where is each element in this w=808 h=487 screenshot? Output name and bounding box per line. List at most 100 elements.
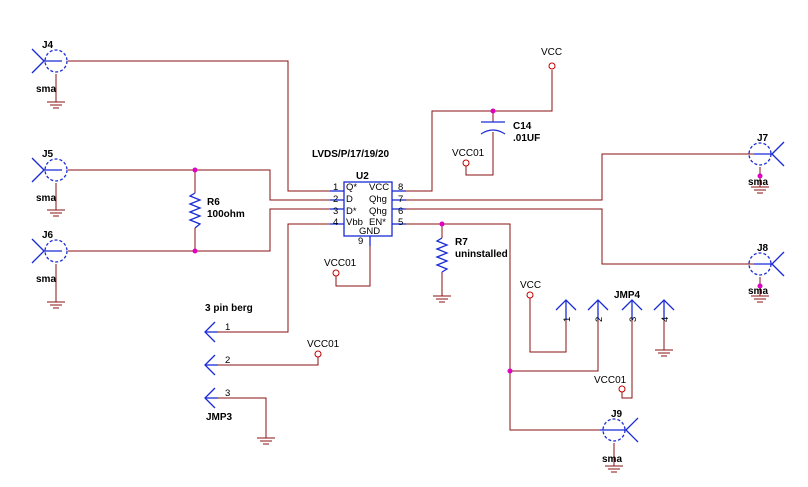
- r7-value: uninstalled: [455, 249, 508, 260]
- resistor-icon: [188, 192, 202, 229]
- j5-type: sma: [36, 193, 56, 204]
- jmp4-ref: JMP4: [614, 290, 641, 301]
- ic-u2: LVDS/P/17/19/20 U2 1 2 3 4 Q* D D* Vbb V…: [312, 149, 406, 247]
- j6-type: sma: [36, 274, 56, 285]
- vcc-port-icon: [548, 62, 556, 70]
- jmp3-ref: JMP3: [206, 412, 233, 423]
- j9-type: sma: [602, 454, 622, 465]
- j9-ref: J9: [611, 409, 623, 420]
- pin-name: D*: [346, 206, 357, 217]
- vcc01-gnd-label: VCC01: [324, 258, 357, 269]
- j4-type: sma: [36, 84, 56, 95]
- ground-icon: [605, 465, 623, 473]
- header-pin-number: 1: [562, 317, 573, 322]
- j4-ref: J4: [42, 40, 54, 51]
- header-pin-number: 4: [660, 317, 671, 322]
- berg-pin-number: 3: [225, 388, 230, 399]
- resistor-icon: [435, 237, 449, 273]
- ground-icon: [751, 295, 769, 303]
- connector-j4: [31, 48, 68, 74]
- resistor-r6: R6 100ohm: [188, 192, 245, 229]
- ground-icon: [655, 349, 673, 357]
- ground-symbols: [47, 101, 769, 473]
- header-pin-icon: [653, 299, 675, 320]
- j5-ref: J5: [42, 149, 54, 160]
- berg-pin-number: 2: [225, 355, 230, 366]
- pin-name: Qhg: [369, 206, 387, 217]
- power-ports: VCC VCC01 VCC01 VCC01 VCC VCC01: [307, 47, 627, 393]
- berg-pin-number: 1: [225, 322, 230, 333]
- pin-name: Q*: [346, 182, 357, 193]
- vcc01-port-icon: [332, 269, 340, 277]
- j7-type: sma: [748, 177, 768, 188]
- ground-icon: [47, 101, 65, 109]
- pin-number: 7: [398, 194, 403, 205]
- pin-number: 8: [398, 182, 403, 193]
- c14-value: .01UF: [513, 133, 540, 144]
- pin-number: 5: [398, 217, 403, 228]
- header-pin-icon: [621, 299, 643, 320]
- connector-j7: [748, 141, 785, 167]
- resistor-r7: R7 uninstalled: [435, 237, 508, 273]
- jmp3-desc: 3 pin berg: [205, 303, 253, 314]
- circuit-title: LVDS/P/17/19/20: [312, 149, 390, 160]
- header-pin-number: 2: [594, 317, 605, 322]
- j8-type: sma: [748, 286, 768, 297]
- j6-ref: J6: [42, 230, 54, 241]
- sma-connector-icon: [31, 238, 68, 264]
- sma-connector-icon: [748, 251, 785, 277]
- pin-number: 2: [333, 194, 338, 205]
- ground-icon: [47, 301, 65, 309]
- r7-ref: R7: [455, 237, 468, 248]
- sma-connector-icon: [31, 48, 68, 74]
- pin-number: 1: [333, 182, 338, 193]
- jumper-jmp3: 3 pin berg 1 2 3 JMP3: [204, 303, 253, 423]
- pin-number: 3: [333, 206, 338, 217]
- pin-name: GND: [359, 226, 380, 237]
- pin-name: Vbb: [346, 217, 363, 228]
- j7-ref: J7: [757, 133, 769, 144]
- vcc-top-label: VCC: [541, 47, 562, 58]
- vcc01-jmp-label: VCC01: [594, 375, 627, 386]
- ic-ref: U2: [356, 171, 369, 182]
- r6-ref: R6: [207, 197, 220, 208]
- j8-ref: J8: [757, 243, 769, 254]
- ground-icon: [751, 186, 769, 194]
- ground-icon: [257, 437, 275, 445]
- vcc01-cap-label: VCC01: [452, 148, 485, 159]
- connector-j8: [748, 251, 785, 277]
- vcc01-port-icon: [618, 385, 626, 393]
- c14-ref: C14: [513, 121, 532, 132]
- junction-dots: [192, 108, 763, 374]
- pin-name: D: [346, 194, 353, 205]
- header-pin-icon: [587, 299, 609, 320]
- ground-icon: [433, 295, 451, 303]
- pin-number: 6: [398, 206, 403, 217]
- header-pin-icon: [555, 299, 577, 320]
- vcc-jmp-label: VCC: [520, 280, 541, 291]
- pin-number: 9: [358, 236, 363, 247]
- connector-j5: [31, 157, 68, 183]
- jumper-jmp4: JMP4 1 2 3 4: [555, 290, 675, 322]
- capacitor-c14: C14 .01UF: [480, 121, 540, 144]
- berg-pin-icon: [204, 321, 218, 343]
- wires: [55, 60, 761, 466]
- header-pin-number: 3: [628, 317, 639, 322]
- sma-connector-icon: [31, 157, 68, 183]
- vcc01-port-icon: [462, 159, 470, 167]
- pin-name: Qhg: [369, 194, 387, 205]
- vcc01-port-icon: [314, 350, 322, 358]
- vcc01-berg-label: VCC01: [307, 339, 340, 350]
- ground-icon: [47, 209, 65, 217]
- sma-connector-icon: [600, 417, 639, 443]
- connector-j6: [31, 238, 68, 264]
- berg-pin-icon: [204, 387, 218, 409]
- connector-j9: [600, 417, 639, 443]
- vcc-port-icon: [526, 291, 534, 299]
- pin-name: VCC: [369, 182, 389, 193]
- pin-number: 4: [333, 217, 338, 228]
- sma-connector-icon: [748, 141, 785, 167]
- pin-name: EN*: [369, 217, 386, 228]
- r6-value: 100ohm: [207, 209, 245, 220]
